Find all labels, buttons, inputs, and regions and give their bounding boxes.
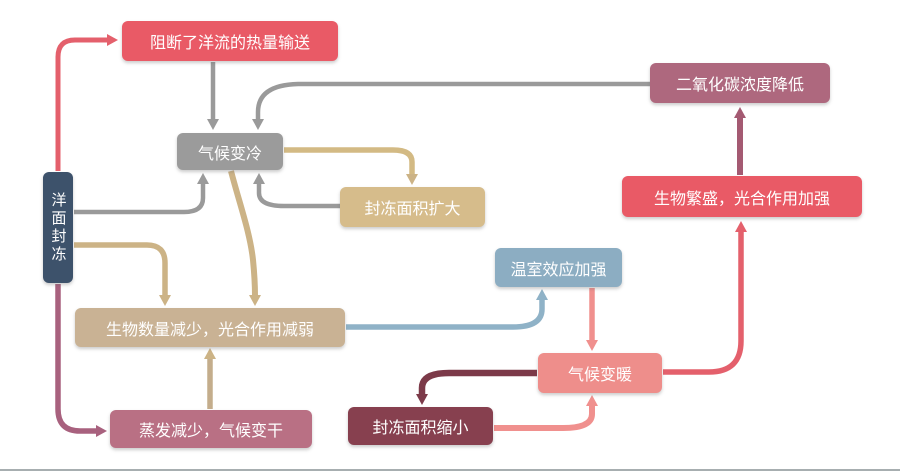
node-climate-warming: 气候变暖 bbox=[538, 353, 662, 393]
edge-ocean-freeze-to-organisms-decrease bbox=[74, 242, 171, 306]
edge-ocean-freeze-to-heat-transport-blocked bbox=[55, 34, 118, 171]
node-label: 阻断了洋流的热量输送 bbox=[149, 35, 310, 52]
edge-climate-warming-to-organisms-flourish bbox=[663, 221, 747, 375]
edge-co2-decrease-to-climate-cooling bbox=[252, 81, 650, 130]
edge-organisms-decrease-to-greenhouse-strengthens bbox=[346, 289, 548, 330]
node-label: 蒸发减少，气候变干 bbox=[138, 423, 283, 440]
edge-frozen-area-shrinks-to-climate-warming bbox=[494, 395, 598, 431]
node-frozen-area-expands: 封冻面积扩大 bbox=[340, 187, 485, 227]
node-label: 温室效应加强 bbox=[510, 261, 607, 279]
node-co2-decrease: 二氧化碳浓度降低 bbox=[650, 63, 830, 103]
node-label: 气候变暖 bbox=[567, 367, 632, 384]
bottom-divider bbox=[0, 469, 900, 471]
edge-climate-cooling-to-frozen-area-expands bbox=[284, 147, 418, 185]
node-label: 封冻面积缩小 bbox=[372, 420, 469, 437]
node-label: 洋面封冻 bbox=[49, 191, 67, 264]
node-label: 生物数量减少，光合作用减弱 bbox=[105, 321, 314, 339]
edge-climate-cooling-to-organisms-decrease bbox=[228, 170, 261, 306]
node-organisms-flourish: 生物繁盛，光合作用加强 bbox=[622, 176, 862, 217]
node-heat-transport-blocked: 阻断了洋流的热量输送 bbox=[122, 21, 338, 61]
edge-climate-warming-to-frozen-area-shrinks bbox=[416, 369, 537, 405]
node-frozen-area-shrinks: 封冻面积缩小 bbox=[348, 407, 493, 445]
node-label: 气候变冷 bbox=[197, 145, 262, 163]
node-label: 生物繁盛，光合作用加强 bbox=[653, 190, 830, 208]
node-label: 二氧化碳浓度降低 bbox=[675, 77, 804, 94]
edge-ocean-freeze-to-climate-cooling bbox=[74, 173, 209, 215]
node-greenhouse-strengthens: 温室效应加强 bbox=[495, 248, 622, 287]
edge-frozen-area-expands-to-climate-cooling bbox=[253, 173, 340, 209]
node-evaporation-decreases: 蒸发减少，气候变干 bbox=[110, 410, 312, 448]
edge-ocean-freeze-to-evaporation-decreases bbox=[55, 284, 107, 437]
node-label: 封冻面积扩大 bbox=[364, 201, 461, 218]
node-climate-cooling: 气候变冷 bbox=[177, 133, 283, 170]
node-organisms-decrease: 生物数量减少，光合作用减弱 bbox=[75, 308, 345, 347]
node-ocean-freeze: 洋面封冻 bbox=[43, 172, 73, 283]
